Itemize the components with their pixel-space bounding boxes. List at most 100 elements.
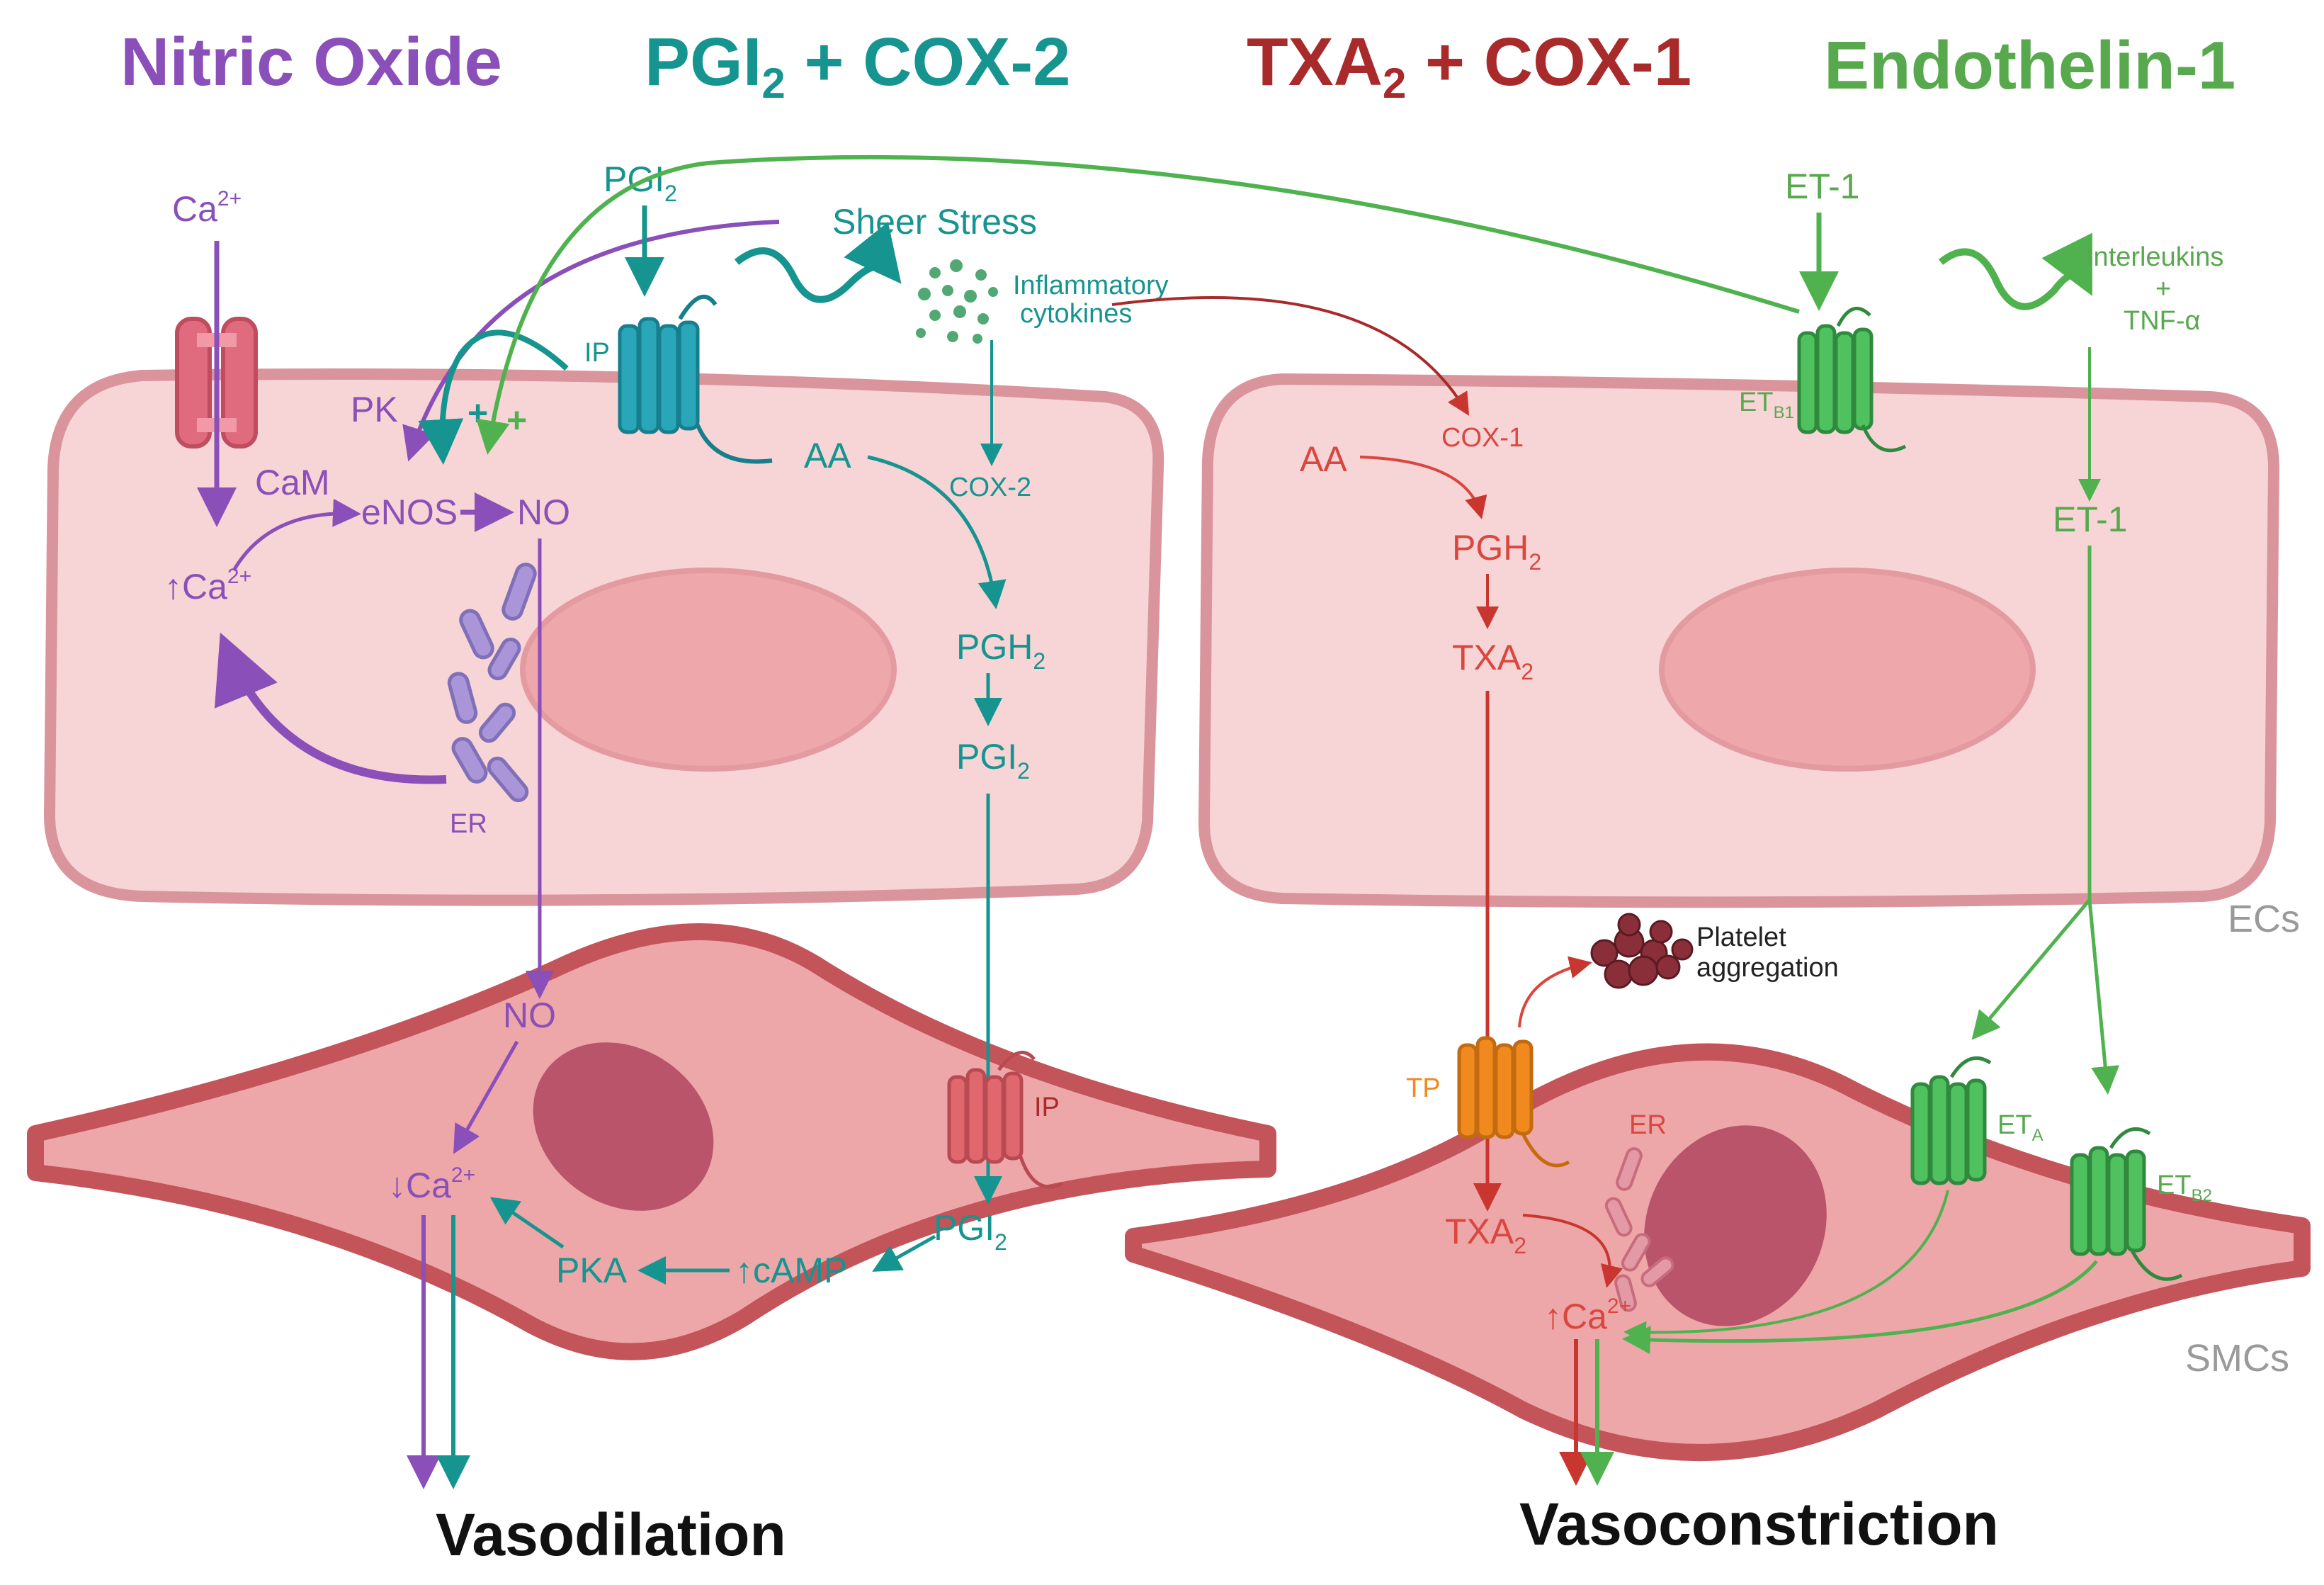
label-cox1: COX-1 — [1441, 423, 1524, 453]
etb1-text: ET — [1739, 388, 1774, 417]
header-pgi2-sub: 2 — [761, 60, 785, 107]
label-plus-green: + — [506, 400, 527, 440]
label-aa-left: AA — [804, 436, 851, 475]
label-etb1: ETB1 — [1739, 388, 1794, 422]
etb2-sub: B2 — [2192, 1186, 2212, 1205]
label-ecs: ECs — [2228, 898, 2300, 940]
ca-top-text: Ca — [172, 189, 217, 229]
ca-right-arrow: ↑ — [1544, 1297, 1562, 1336]
txa2-smc-sub: 2 — [1514, 1233, 1526, 1258]
eta-sub: A — [2032, 1126, 2044, 1145]
arrow-et1-to-etb2 — [2087, 899, 2120, 1095]
label-pgh2-right: PGH2 — [1452, 528, 1541, 575]
header-pgi2-text: PGI — [645, 24, 761, 100]
pgh2-right-sub: 2 — [1529, 549, 1541, 575]
label-smcs: SMCs — [2185, 1337, 2289, 1380]
label-plus-interleukins: + — [2155, 274, 2171, 304]
pgi2-smc-text: PGI — [934, 1208, 994, 1248]
arrow-ca-to-enos — [232, 498, 361, 572]
ip-receptor-icon — [618, 294, 773, 464]
label-plus-teal: + — [467, 393, 488, 433]
label-inflammatory: Inflammatory — [1013, 271, 1169, 300]
label-ca-up: ↑Ca2+ — [164, 565, 251, 607]
etb2-receptor-icon — [2070, 1127, 2183, 1281]
label-no-smc: NO — [503, 995, 556, 1035]
pgh2-left-sub: 2 — [1033, 648, 1045, 674]
pgh2-left-text: PGH — [956, 627, 1033, 667]
etb1-receptor-icon — [1797, 307, 1907, 453]
header-nitric-oxide: Nitric Oxide — [120, 24, 502, 100]
pgi2-top-text: PGI — [603, 159, 664, 199]
interleukin-wave-icon — [1938, 232, 2092, 310]
label-vasoconstriction: Vasoconstriction — [1519, 1491, 1999, 1557]
platelet-cluster-icon — [1590, 913, 1694, 989]
ca-up-text: Ca — [182, 567, 227, 607]
arrow-aa-to-pgh2-right — [1359, 456, 1487, 519]
label-txa2-smc: TXA2 — [1445, 1212, 1526, 1258]
arrow-aa-to-pgh2 — [867, 455, 1007, 609]
ca-top-sup: 2+ — [217, 187, 242, 210]
header-cox1-text: + COX-1 — [1406, 24, 1691, 100]
arrow-tp-to-platelets — [1518, 956, 1592, 1028]
label-platelet: Platelet — [1696, 923, 1786, 952]
label-pgi2-left: PGI2 — [956, 737, 1030, 784]
eta-receptor-icon — [1910, 1056, 1992, 1185]
header-cox2-text: + COX-2 — [786, 24, 1071, 100]
ec-nucleus-left — [520, 568, 897, 772]
label-ca-down: ↓Ca2+ — [388, 1163, 475, 1205]
arrow-et1-to-eta — [1971, 898, 2091, 1040]
header-txa2-cox1: TXA2 + COX-1 — [1247, 24, 1691, 107]
label-enos: eNOS — [361, 492, 458, 532]
txa2-right-text: TXA — [1452, 638, 1521, 677]
arrow-pka-to-ca — [489, 1197, 565, 1249]
label-no-ec: NO — [517, 492, 570, 532]
label-tp: TP — [1406, 1073, 1441, 1103]
ca-right-sup: 2+ — [1607, 1294, 1631, 1318]
tp-receptor-icon — [1457, 1036, 1570, 1168]
label-interleukins: Interleukins — [2086, 242, 2223, 272]
label-etb2: ETB2 — [2157, 1171, 2212, 1205]
camp-text: cAMP — [753, 1251, 847, 1290]
pgi2-smc-sub: 2 — [994, 1229, 1007, 1255]
label-ca-right: ↑Ca2+ — [1544, 1294, 1631, 1336]
ca-down-sup: 2+ — [451, 1163, 475, 1187]
arrow-ip-to-enos — [418, 329, 569, 465]
pgi2-top-sub: 2 — [664, 181, 677, 206]
label-eta: ETA — [1997, 1110, 2044, 1145]
txa2-right-sub: 2 — [1521, 659, 1534, 684]
arrow-eta-to-ca — [1623, 1190, 1949, 1344]
pgi2-left-sub: 2 — [1017, 758, 1030, 784]
sheer-wave-icon — [734, 222, 902, 303]
header-txa2-text: TXA — [1247, 24, 1383, 100]
ca-up-arrow: ↑ — [164, 567, 182, 607]
ec-nucleus-right — [1659, 568, 2036, 772]
arrow-er-to-ca — [214, 632, 447, 784]
smc-nucleus-right — [1644, 1125, 1827, 1326]
label-pgi2-extracellular: PGI2 — [603, 159, 677, 206]
smc-nucleus-left — [533, 1042, 714, 1211]
label-pgi2-smc: PGI2 — [934, 1208, 1007, 1255]
cytokine-dots-icon — [916, 259, 998, 344]
label-pgh2-left: PGH2 — [956, 627, 1045, 674]
camp-up-arrow: ↑ — [735, 1251, 753, 1290]
label-et1-extracellular: ET-1 — [1785, 167, 1860, 206]
arrow-etb2-to-ca — [1622, 1260, 2098, 1355]
label-camp: ↑cAMP — [735, 1251, 847, 1290]
label-et1-ec: ET-1 — [2053, 500, 2128, 539]
header-endothelin-1: Endothelin-1 — [1824, 28, 2235, 103]
txa2-smc-text: TXA — [1445, 1212, 1514, 1251]
label-txa2-right: TXA2 — [1452, 638, 1534, 684]
ca-down-arrow: ↓ — [388, 1166, 406, 1205]
label-pk: PK — [351, 390, 398, 429]
label-er-smc: ER — [1629, 1110, 1667, 1140]
etb1-sub: B1 — [1774, 403, 1794, 422]
header-pgi2-cox2: PGI2 + COX-2 — [645, 24, 1071, 107]
label-ca-extracellular: Ca2+ — [172, 187, 242, 229]
label-aa-right: AA — [1300, 439, 1347, 479]
arrow-etb1-to-enos — [476, 154, 1800, 455]
label-ip-smc: IP — [1034, 1093, 1060, 1122]
label-er-ec: ER — [450, 809, 487, 839]
label-ip-ec: IP — [584, 338, 610, 368]
etb2-text: ET — [2157, 1171, 2192, 1200]
ca-down-text: Ca — [406, 1166, 451, 1205]
